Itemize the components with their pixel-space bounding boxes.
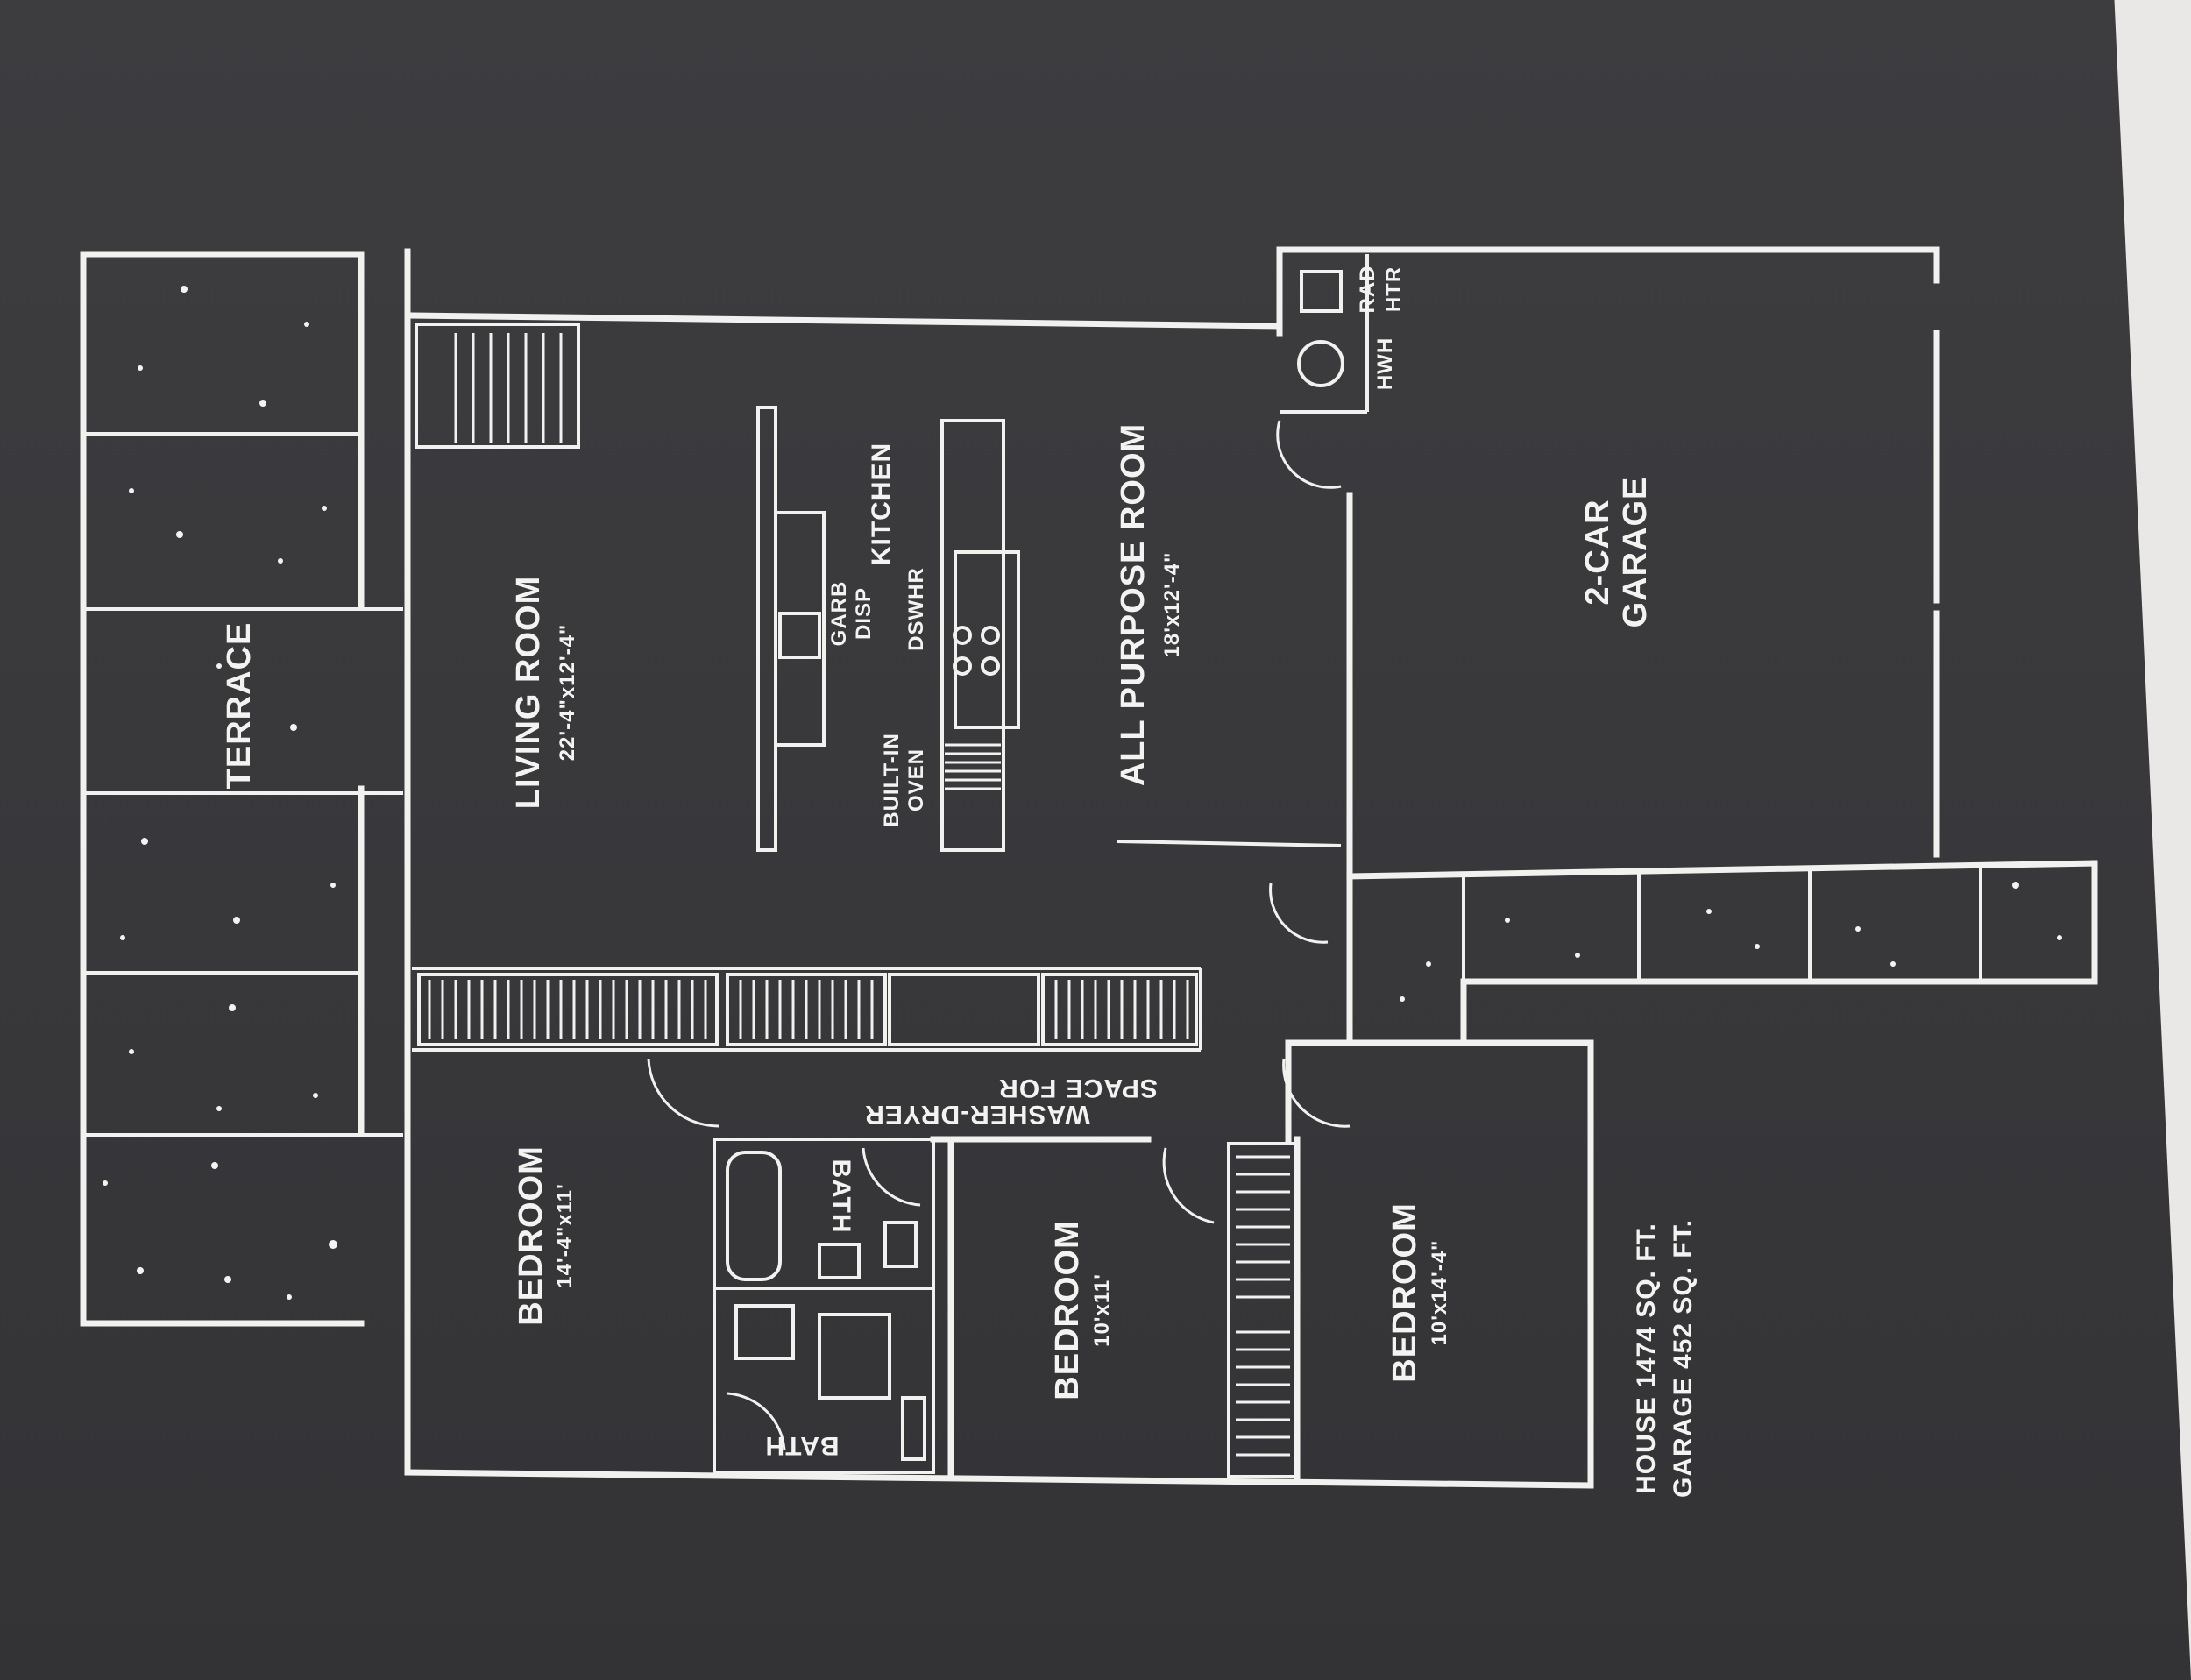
area-garage: GARAGE 452 SQ. FT.: [1669, 1219, 1698, 1498]
stair: [415, 323, 580, 449]
dswhr-label: DSWHR: [904, 567, 928, 651]
all-purpose-room-dims: 18'x12'-4": [1160, 552, 1184, 658]
bath-1-label: BATH: [826, 1159, 855, 1233]
bedroom-3-dims: 10'x14'-4": [1428, 1240, 1451, 1346]
area-house: HOUSE 1474 SQ. FT.: [1632, 1223, 1661, 1494]
garage-label-1: 2-CAR: [1579, 499, 1616, 605]
bedroom-2-label: BEDROOM: [1049, 1220, 1086, 1400]
oven-label: OVEN: [904, 748, 928, 812]
closets: [417, 973, 1299, 1478]
bedroom-3-label: BEDROOM: [1386, 1202, 1423, 1382]
disp-label: DISP: [852, 587, 876, 640]
bedroom-2-dims: 10'x11': [1090, 1273, 1114, 1347]
living-room-dims: 22'-4"x12'-4": [556, 624, 579, 762]
patio-strip: [1346, 860, 2098, 1046]
bedroom-walls: [930, 1039, 1301, 1485]
living-room-label: LIVING ROOM: [510, 576, 547, 809]
kitchen-label: KITCHEN: [867, 443, 896, 565]
terrace: TERRACE: [80, 251, 403, 1327]
kitchen-fixtures: [756, 406, 1020, 852]
rad-htr-label-2: HTR: [1382, 266, 1406, 312]
terrace-texture: [103, 286, 337, 1300]
bath-2-label: BATH: [764, 1431, 839, 1460]
garb-label: GARB: [827, 581, 851, 647]
terrace-label: TERRACE: [221, 622, 258, 790]
garage-label-2: GARAGE: [1617, 477, 1654, 628]
built-in-label: BUILT-IN: [880, 733, 904, 827]
bath-fixtures: [713, 1138, 935, 1474]
all-purpose-room-label: ALL PURPOSE ROOM: [1115, 423, 1152, 786]
washer-dryer-label-2: WASHER-DRYER: [864, 1100, 1090, 1129]
rad-htr-label-1: RAD: [1356, 266, 1379, 314]
garage: HWH RAD HTR 2-CAR GARAGE: [1276, 246, 2098, 880]
bedroom-1-dims: 14'-4"x11': [553, 1183, 577, 1288]
bedroom-1-label: BEDROOM: [513, 1145, 550, 1325]
washer-dryer-label-1: SPACE FOR: [998, 1074, 1158, 1102]
door-swings: [647, 420, 1351, 1451]
hwh-label: HWH: [1373, 337, 1397, 390]
